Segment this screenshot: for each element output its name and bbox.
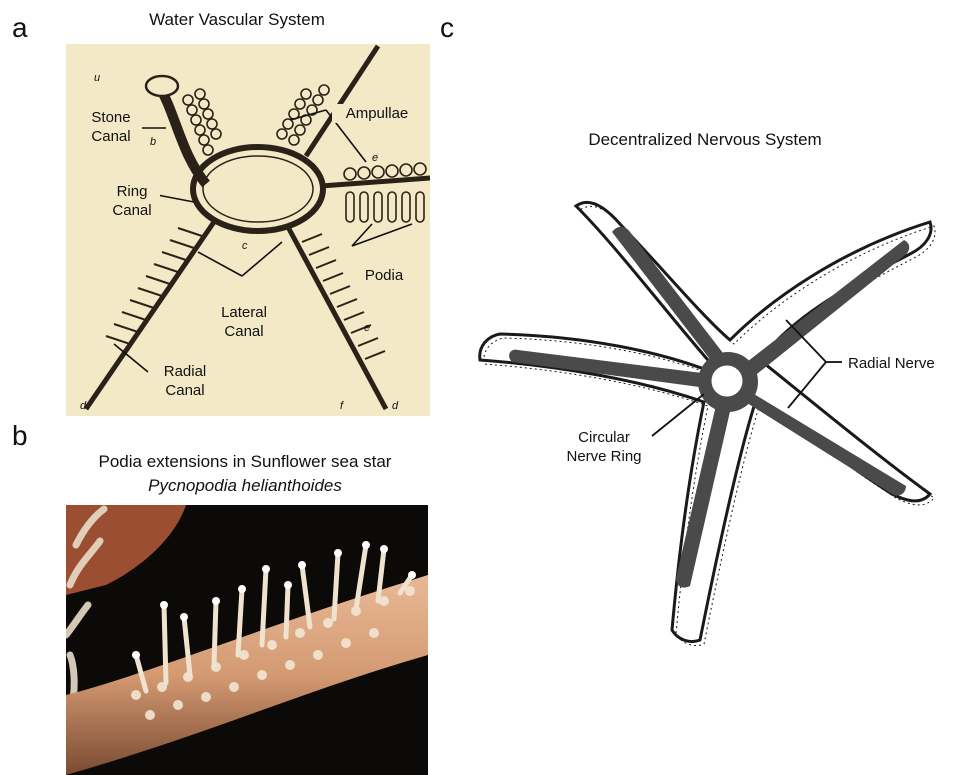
engraving-letter-e-top: e [372, 152, 378, 164]
engraving-letter-e-right: e [364, 322, 370, 334]
ring-canal-shape [193, 147, 323, 231]
radial-nerve-upper-left [612, 227, 736, 380]
panel-a-letter: a [12, 12, 28, 44]
label-ring-canal: Ring Canal [104, 182, 160, 220]
panel-b-title-species: Pycnopodia helianthoides [30, 476, 460, 496]
engraving-letter-d-right: d [392, 400, 398, 412]
lateral-canal-ticks-right [302, 234, 385, 359]
engraving-letter-f: f [340, 400, 343, 412]
sunflower-sea-star-illustration [66, 505, 428, 775]
label-lateral-canal: Lateral Canal [206, 303, 282, 341]
panel-a-title: Water Vascular System [122, 10, 352, 30]
label-podia: Podia [352, 266, 416, 285]
lateral-canal-ticks-left [106, 228, 202, 344]
panel-c-letter: c [440, 12, 454, 44]
panel-b-title-line1: Podia extensions in Sunflower sea star [30, 452, 460, 472]
panel-c-title: Decentralized Nervous System [540, 130, 870, 150]
radial-nerve-bottom [676, 388, 734, 588]
label-ampullae: Ampullae [332, 104, 422, 123]
sunflower-sea-star-photo [66, 505, 428, 775]
label-stone-canal: Stone Canal [80, 108, 142, 146]
sea-star-outline [480, 202, 931, 641]
podia-right [344, 163, 426, 222]
radial-canal-bottom-right [288, 227, 386, 409]
central-disk [698, 352, 758, 412]
radial-nerve-lower-right [736, 388, 906, 496]
engraving-letter-c: c [242, 240, 248, 252]
label-circular-nerve-ring: Circular Nerve Ring [554, 428, 654, 466]
radial-nerve-left [509, 350, 726, 390]
water-vascular-engraving: u b e c e d f d [66, 44, 430, 416]
engraving-letter-u: u [94, 72, 100, 84]
radial-nerves [509, 227, 909, 588]
circular-nerve-ring-hole [712, 366, 742, 396]
sea-star-arm-shape [66, 575, 428, 775]
madreporite-shape [146, 76, 178, 96]
panel-b-letter: b [12, 420, 28, 452]
water-vascular-drawing [66, 44, 430, 416]
engraving-letter-b: b [150, 136, 156, 148]
panel-c-leader-lines [652, 320, 842, 436]
label-radial-canal: Radial Canal [150, 362, 220, 400]
engraving-letter-d-left: d [80, 400, 86, 412]
radial-canal-right [321, 178, 430, 186]
label-radial-nerve: Radial Nerve [848, 354, 968, 373]
